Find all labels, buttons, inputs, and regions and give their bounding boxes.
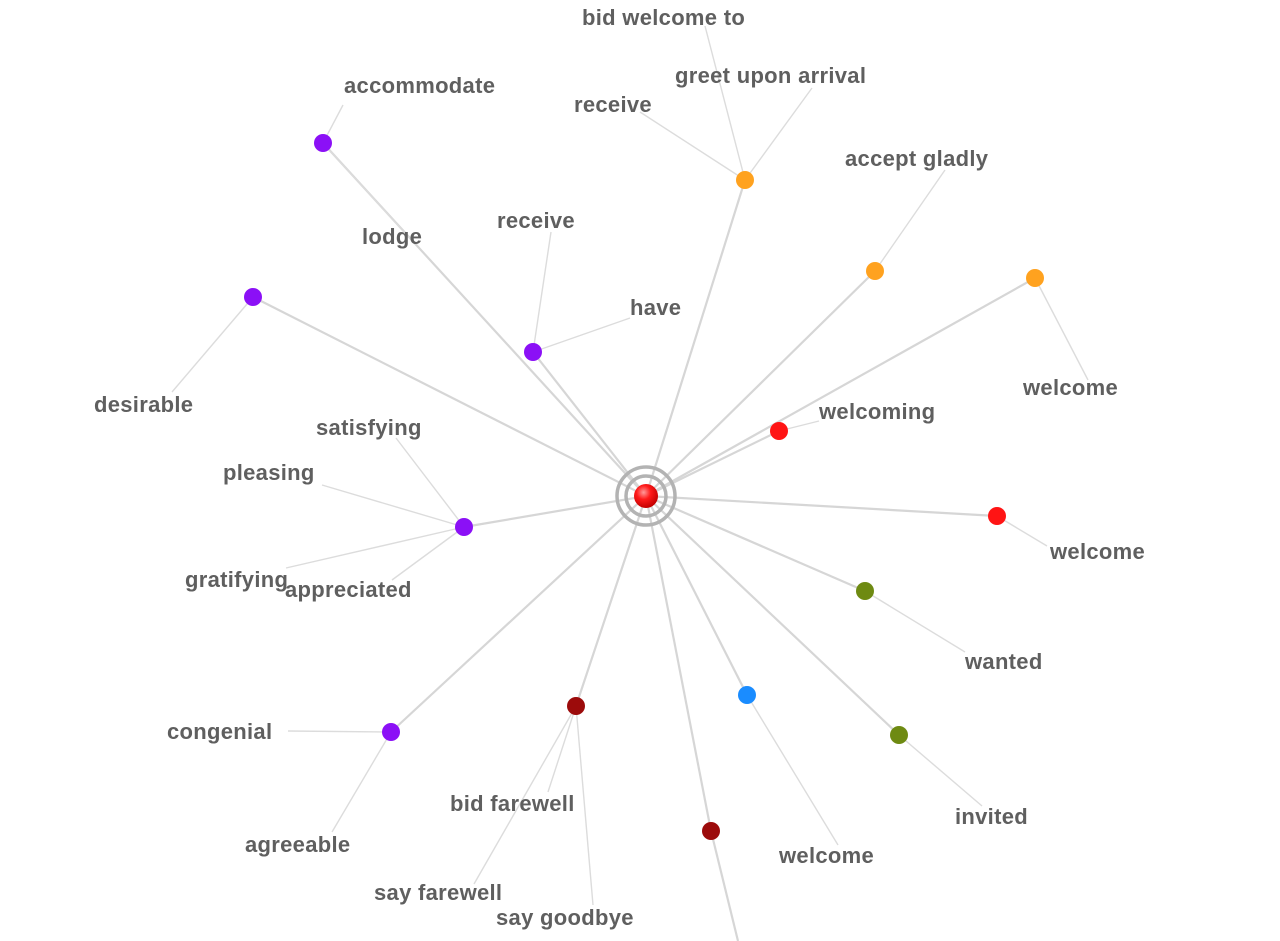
hub-node-purple[interactable]: [244, 288, 262, 306]
hub-node-purple[interactable]: [314, 134, 332, 152]
word-label[interactable]: accept gladly: [845, 146, 989, 171]
hub-edge-h14: [574, 495, 648, 707]
word-label[interactable]: accommodate: [344, 73, 495, 98]
hub-node-darkred[interactable]: [702, 822, 720, 840]
word-edge: [171, 296, 254, 393]
word-label[interactable]: satisfying: [316, 415, 422, 440]
hub-node-purple[interactable]: [382, 723, 400, 741]
hub-edge-h10: [645, 494, 998, 518]
word-labels: accommodate lodge desirable receive have sati…: [94, 5, 1145, 930]
hub-nodes: [244, 134, 1044, 840]
word-label[interactable]: lodge: [362, 224, 422, 249]
word-label[interactable]: have: [630, 295, 681, 320]
word-label[interactable]: bid farewell: [450, 791, 575, 816]
hub-edge-h8: [645, 277, 1036, 497]
hub-edge-h11: [645, 494, 866, 593]
word-label[interactable]: receive: [574, 92, 652, 117]
hub-edge-h9: [645, 430, 780, 497]
hub-edge-h2: [252, 296, 647, 497]
hub-node-blue[interactable]: [738, 686, 756, 704]
word-edge: [864, 590, 966, 653]
word-label[interactable]: welcome: [1049, 539, 1145, 564]
word-edge: [391, 526, 465, 581]
hub-node-purple[interactable]: [455, 518, 473, 536]
center-word-node[interactable]: [615, 465, 677, 527]
word-edge: [898, 734, 983, 807]
word-edge: [285, 526, 465, 569]
word-label[interactable]: gratifying: [185, 567, 288, 592]
hub-node-olive[interactable]: [890, 726, 908, 744]
word-label[interactable]: pleasing: [223, 460, 315, 485]
word-label[interactable]: greet upon arrival: [675, 63, 866, 88]
word-label[interactable]: desirable: [94, 392, 193, 417]
hub-edge-h6: [644, 179, 747, 497]
hub-edge-h15: [644, 495, 713, 832]
word-label[interactable]: wanted: [964, 649, 1043, 674]
word-edge: [874, 169, 946, 272]
hub-edges: [252, 142, 1036, 941]
hub-edge-h4: [463, 494, 647, 529]
center-inner-ring: [624, 474, 668, 518]
hub-edge-h15-offscreen: [709, 830, 740, 941]
hub-edge-h5: [390, 495, 647, 733]
word-edge: [532, 317, 631, 353]
hub-edge-h13: [645, 495, 748, 696]
word-edge: [704, 25, 746, 181]
word-edge: [321, 484, 465, 528]
word-label[interactable]: invited: [955, 804, 1028, 829]
word-label[interactable]: appreciated: [285, 577, 412, 602]
word-label[interactable]: welcoming: [818, 399, 935, 424]
word-edge: [322, 142, 416, 245]
center-dot: [634, 484, 658, 508]
word-edge: [1034, 277, 1089, 381]
word-label[interactable]: welcome: [1022, 375, 1118, 400]
word-edges: [171, 25, 1089, 906]
hub-node-purple[interactable]: [524, 343, 542, 361]
word-edge: [744, 87, 813, 181]
word-edge: [547, 705, 577, 793]
word-edge: [287, 730, 392, 733]
hub-node-orange[interactable]: [866, 262, 884, 280]
hub-edge-h7: [645, 270, 876, 497]
word-edge: [746, 694, 839, 846]
word-edge: [575, 705, 594, 906]
hub-node-red[interactable]: [770, 422, 788, 440]
center-outer-ring: [615, 465, 677, 527]
hub-node-orange[interactable]: [1026, 269, 1044, 287]
hub-node-darkred[interactable]: [567, 697, 585, 715]
hub-node-red[interactable]: [988, 507, 1006, 525]
word-edge: [395, 437, 465, 528]
word-edge: [331, 731, 392, 833]
word-label[interactable]: welcome: [778, 843, 874, 868]
word-edge: [996, 515, 1048, 547]
word-label[interactable]: congenial: [167, 719, 272, 744]
hub-node-olive[interactable]: [856, 582, 874, 600]
word-edge: [639, 111, 746, 181]
word-label[interactable]: receive: [497, 208, 575, 233]
word-label[interactable]: bid welcome to: [582, 5, 745, 30]
hub-node-orange[interactable]: [736, 171, 754, 189]
word-edge: [532, 231, 552, 353]
word-label[interactable]: say farewell: [374, 880, 502, 905]
word-label[interactable]: agreeable: [245, 832, 350, 857]
hub-edge-h12: [645, 495, 900, 736]
word-label[interactable]: say goodbye: [496, 905, 634, 930]
word-edge: [473, 705, 577, 885]
